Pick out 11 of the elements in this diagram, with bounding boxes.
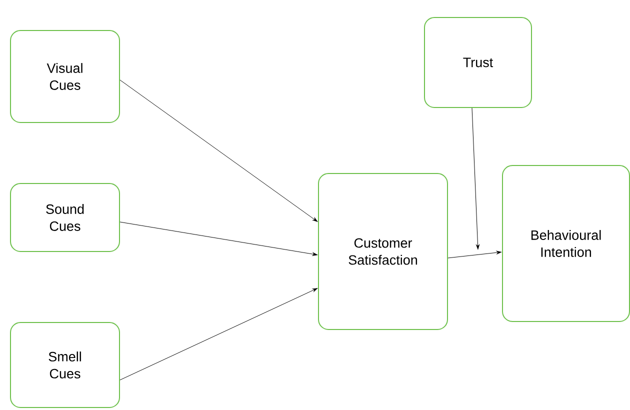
process-box: Smell Cues: [10, 322, 120, 408]
arrow: [448, 250, 502, 258]
arrow: [120, 288, 318, 380]
arrow: [472, 108, 480, 250]
process-box: Sound Cues: [10, 183, 120, 252]
arrow: [120, 222, 318, 256]
arrow: [120, 80, 318, 222]
process-box: Trust: [424, 17, 532, 108]
process-box: Visual Cues: [10, 30, 120, 123]
process-box: Behavioural Intention: [502, 165, 630, 322]
process-box: Customer Satisfaction: [318, 173, 448, 330]
